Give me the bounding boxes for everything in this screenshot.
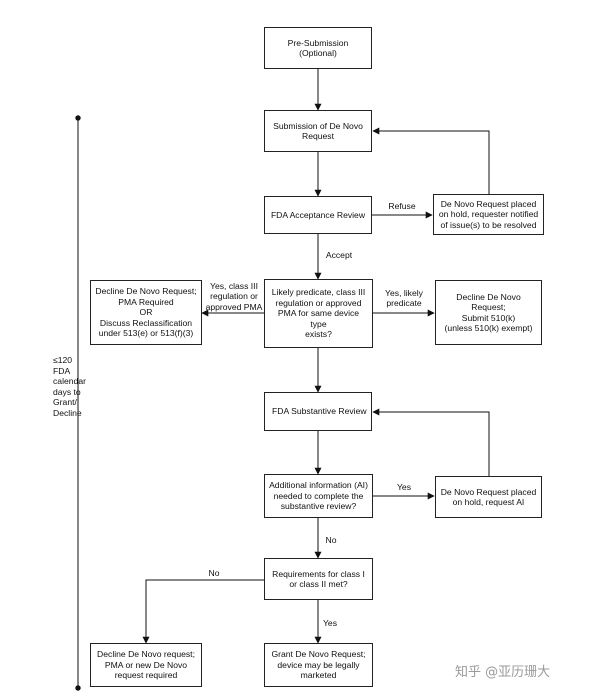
node-decline-510k: Decline De Novo Request; Submit 510(k) (… <box>435 280 542 345</box>
arrow-hold-ai-to-substantive <box>372 408 490 476</box>
edge-label-yes-requirements: Yes <box>322 618 338 628</box>
node-decline-final: Decline De Novo request; PMA or new De N… <box>90 643 202 687</box>
node-pre-submission: Pre-Submission (Optional) <box>264 27 372 69</box>
node-on-hold-ai: De Novo Request placed on hold, request … <box>435 476 542 518</box>
watermark: 知乎 @亚历珊大 <box>455 665 551 680</box>
arrow-no-requirements <box>142 579 264 644</box>
timeline-label: ≤120 FDA calendar days to Grant/ Decline <box>53 355 86 418</box>
arrow-hold-to-submission <box>372 127 490 194</box>
edge-label-yes-class3: Yes, class III regulation or approved PM… <box>205 281 263 312</box>
edge-label-no-requirements: No <box>208 568 220 578</box>
edge-label-accept: Accept <box>325 250 353 260</box>
node-substantive-review: FDA Substantive Review <box>264 392 372 431</box>
node-predicate-question: Likely predicate, class III regulation o… <box>264 279 373 348</box>
node-on-hold-issues: De Novo Request placed on hold, requeste… <box>433 194 544 235</box>
node-submission: Submission of De Novo Request <box>264 110 372 152</box>
node-requirements-question: Requirements for class I or class II met… <box>264 558 373 600</box>
node-grant: Grant De Novo Request; device may be leg… <box>264 643 373 687</box>
edge-label-yes-predicate: Yes, likely predicate <box>385 288 423 309</box>
edge-label-yes-ai: Yes <box>396 482 412 492</box>
node-acceptance-review: FDA Acceptance Review <box>264 196 372 234</box>
edge-label-no-ai: No <box>325 535 337 545</box>
edge-label-refuse: Refuse <box>388 201 416 211</box>
node-decline-pma: Decline De Novo Request; PMA Required OR… <box>90 280 202 345</box>
node-ai-question: Additional information (AI) needed to co… <box>264 474 373 518</box>
